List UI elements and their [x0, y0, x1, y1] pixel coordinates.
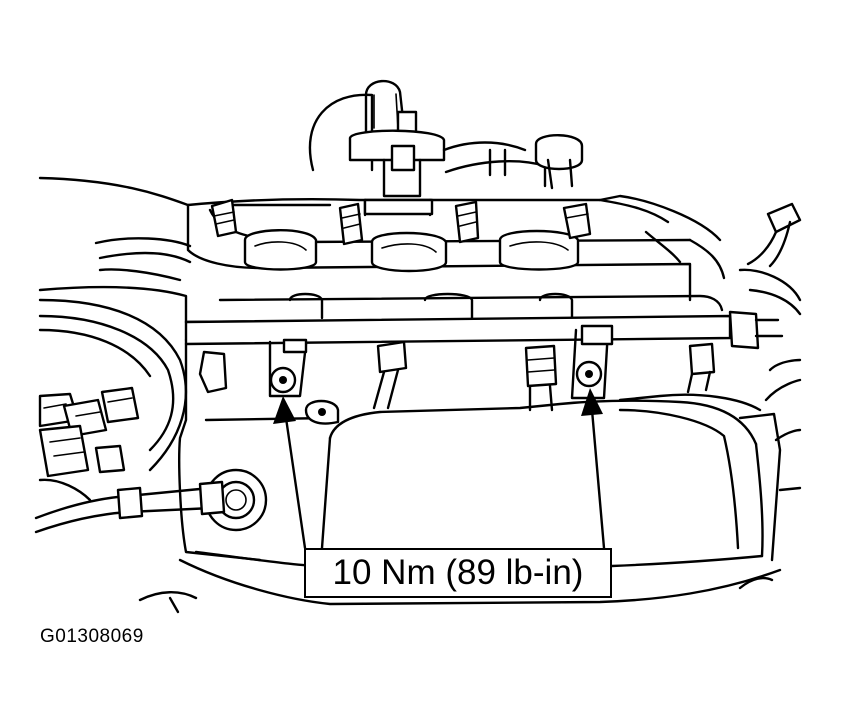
- left-bracket: [268, 338, 308, 398]
- pcv-hose: [34, 480, 226, 534]
- fuel-rail: [184, 310, 784, 350]
- intake-manifold: [38, 176, 732, 342]
- right-arrow-head: [581, 388, 603, 416]
- torque-callout-label: 10 Nm (89 lb-in): [304, 548, 612, 598]
- left-arrow-head: [273, 396, 296, 424]
- left-accessories: [38, 298, 188, 502]
- top-injectors: [210, 198, 592, 246]
- torque-arrows: [273, 388, 606, 550]
- throttle-body: [308, 79, 584, 198]
- valve-cover: [178, 342, 782, 606]
- right-hoses: [738, 202, 802, 492]
- left-arrow-shaft: [284, 416, 307, 550]
- right-arrow-shaft: [590, 408, 606, 550]
- lower-injectors: [198, 340, 716, 412]
- figure-id: G01308069: [40, 626, 144, 647]
- lower-details: [138, 576, 774, 614]
